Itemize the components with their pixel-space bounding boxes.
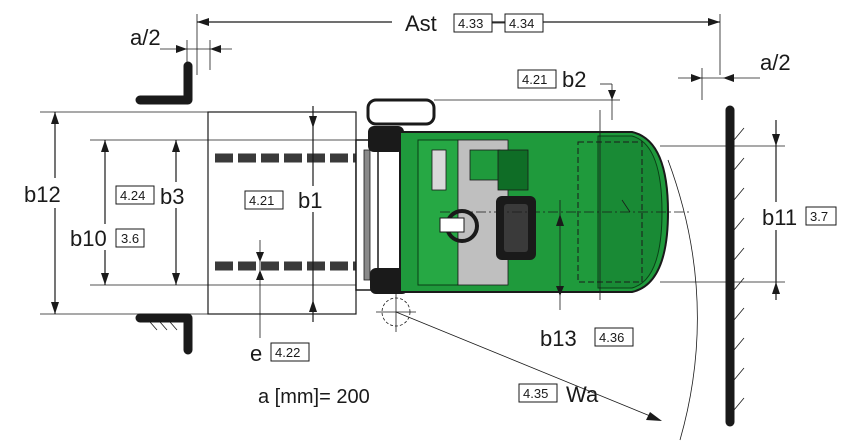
b1-dimension — [309, 106, 317, 322]
b2-label: b2 — [562, 67, 586, 92]
right-wall — [725, 105, 745, 427]
b10-dimension — [90, 139, 375, 286]
b12-dimension — [40, 111, 208, 315]
b13-label: b13 — [540, 326, 577, 351]
b13-dimension — [556, 200, 564, 310]
b10-ref: 3.6 — [121, 231, 139, 246]
ast-label: Ast — [405, 11, 437, 36]
a-half-left-dimension — [160, 40, 232, 70]
e-dimension — [256, 240, 264, 338]
b13-ref: 4.36 — [599, 330, 624, 345]
b12-label: b12 — [24, 182, 61, 207]
ast-ref-1: 4.33 — [458, 16, 483, 31]
b3-label: b3 — [160, 184, 184, 209]
b3-dimension — [172, 140, 180, 285]
b11-ref: 3.7 — [810, 209, 828, 224]
a-value-text: a [mm]= 200 — [258, 386, 370, 408]
pallet-outline — [207, 111, 357, 315]
wa-dimension — [395, 159, 698, 441]
left-corner-walls — [135, 61, 193, 355]
b3-ref: 4.24 — [120, 188, 145, 203]
b1-ref: 4.21 — [249, 193, 274, 208]
a-half-right-label: a/2 — [760, 50, 791, 75]
wa-ref: 4.35 — [523, 386, 548, 401]
e-label: e — [250, 341, 262, 366]
ast-ref-2: 4.34 — [509, 16, 534, 31]
b1-label: b1 — [298, 188, 322, 213]
wa-label: Wa — [566, 382, 599, 407]
b11-label: b11 — [762, 205, 797, 230]
forklift-body — [355, 98, 690, 332]
e-ref: 4.22 — [275, 345, 300, 360]
b2-ref: 4.21 — [522, 72, 547, 87]
b10-label: b10 — [70, 226, 107, 251]
a-half-left-label: a/2 — [130, 25, 161, 50]
b2-dimension — [434, 83, 620, 120]
forks — [215, 153, 358, 271]
a-half-right-dimension — [678, 68, 760, 100]
